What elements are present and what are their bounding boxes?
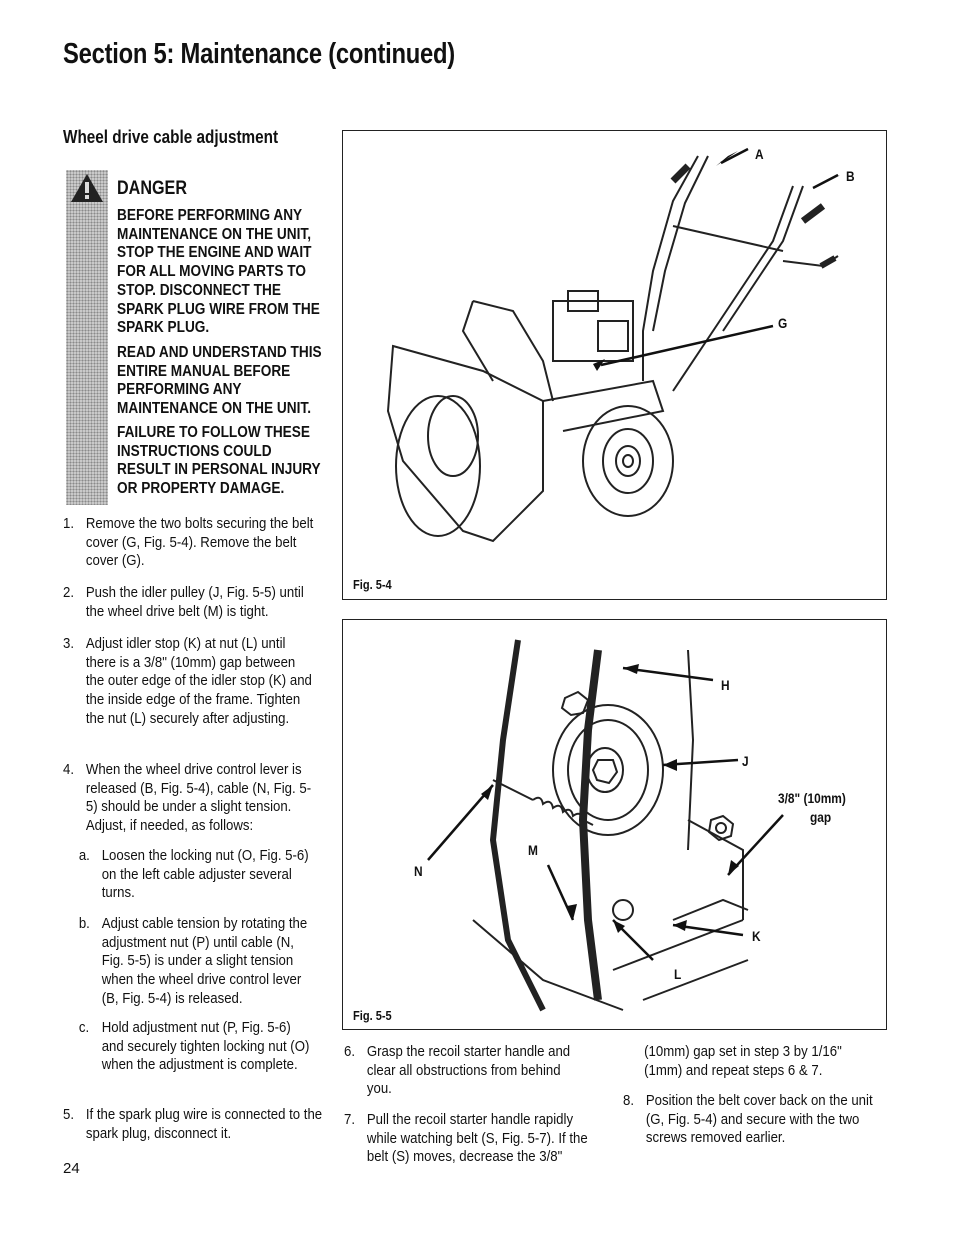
callout-j: J: [742, 753, 749, 769]
callout-gap-size: 3/8" (10mm): [778, 790, 846, 806]
snowthrower-illustration: [386, 147, 840, 543]
step-7-continuation: (10mm) gap set in step 3 by 1/16" (1mm) …: [644, 1043, 842, 1079]
callout-b: B: [846, 168, 855, 184]
figure-5-5: H J 3/8" (10mm) gap M N K L Fig. 5-5: [342, 619, 887, 1030]
figure-5-4: A B G Fig. 5-4: [342, 130, 887, 600]
callout-l: L: [674, 966, 682, 982]
warning-triangle-icon: [71, 174, 103, 202]
page-number: 24: [63, 1160, 80, 1177]
figure-label: Fig. 5-5: [353, 1008, 392, 1023]
danger-paragraph-2: READ AND UNDERSTAND THIS ENTIRE MANUAL B…: [117, 344, 322, 418]
page-title: Section 5: Maintenance (continued): [63, 38, 455, 70]
callout-g: G: [778, 315, 788, 331]
section-heading: Wheel drive cable adjustment: [63, 127, 279, 147]
callout-gap-word: gap: [810, 809, 832, 825]
danger-paragraph-1: BEFORE PERFORMING ANY MAINTENANCE ON THE…: [117, 207, 320, 337]
idler-pulley-illustration: [427, 639, 784, 1012]
callout-m: M: [528, 842, 538, 858]
steps-middle-column: 6. Grasp the recoil starter handle and c…: [344, 1043, 588, 1166]
callout-a: A: [755, 146, 764, 162]
danger-paragraph-3: FAILURE TO FOLLOW THESE INSTRUCTIONS COU…: [117, 424, 321, 498]
callout-k: K: [752, 928, 761, 944]
callout-n: N: [414, 863, 423, 879]
steps-left-column: 1. Remove the two bolts securing the bel…: [63, 515, 323, 1142]
danger-heading: DANGER: [117, 178, 187, 199]
steps-right-column: (10mm) gap set in step 3 by 1/16" (1mm) …: [623, 1043, 873, 1153]
callout-h: H: [721, 677, 730, 693]
figure-label: Fig. 5-4: [353, 577, 392, 592]
danger-sidebar: [66, 170, 108, 505]
